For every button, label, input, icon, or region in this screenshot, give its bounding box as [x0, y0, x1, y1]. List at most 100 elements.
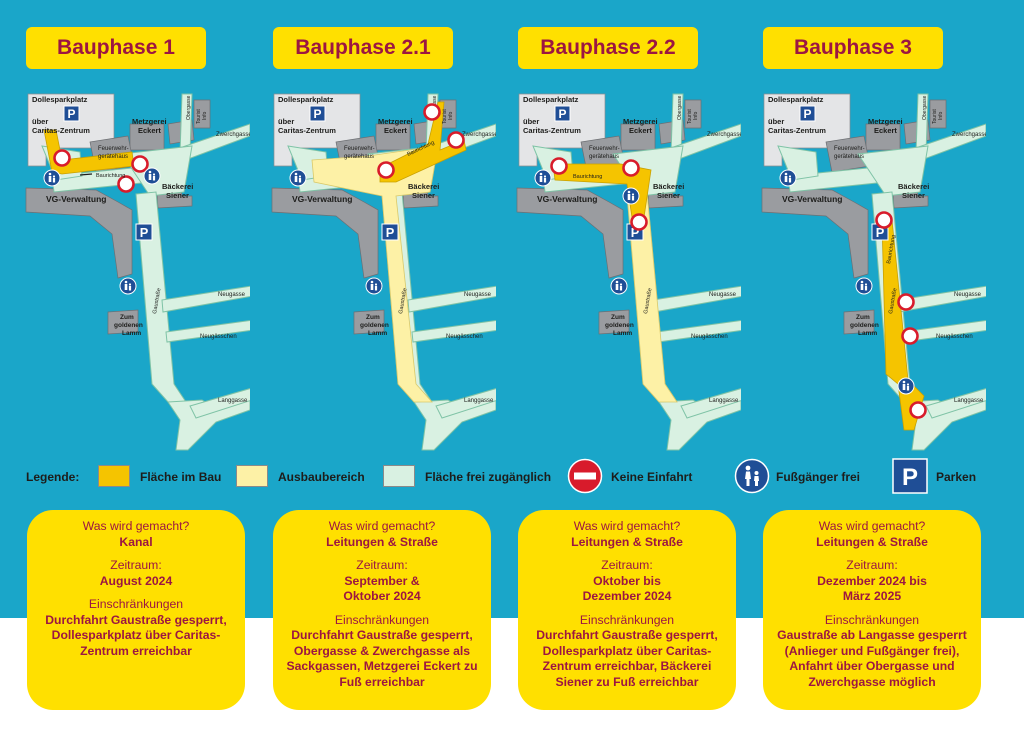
parking-letter: P — [902, 464, 918, 491]
info-box-phase-2-1: Was wird gemacht? Leitungen & Straße Zei… — [273, 510, 491, 710]
what-label: Was wird gemacht? — [573, 519, 681, 533]
label-gaustrasse: Gaustraße — [152, 288, 162, 315]
restrictions-label: Einschränkungen — [824, 612, 920, 627]
pedestrian-icon — [365, 277, 383, 295]
parking-icon: P — [381, 223, 399, 241]
label-zum: Zum — [856, 314, 870, 321]
no-entry-icon — [909, 401, 927, 419]
what-label: Was wird gemacht? — [818, 519, 926, 533]
label-goldenen: goldenen — [114, 322, 143, 329]
arrow-icon — [79, 173, 93, 176]
info-box-phase-3: Was wird gemacht? Leitungen & Straße Zei… — [763, 510, 981, 710]
label-baurichtung: Baurichtung — [886, 234, 897, 264]
parking-icon: P — [799, 105, 816, 122]
label-feuerwehr: Feuerwehr- — [344, 146, 375, 152]
label-lamm: Lamm — [858, 330, 877, 337]
label-obergasse: Obergasse — [677, 95, 683, 120]
label-ueber: über — [32, 117, 48, 126]
label-tourist: Tourist — [442, 109, 448, 124]
pedestrian-icon — [534, 169, 552, 187]
parking-icon: P — [554, 105, 571, 122]
label-goldenen: goldenen — [360, 322, 389, 329]
legend-swatch-expansion — [236, 465, 268, 487]
legend-label-free: Fläche frei zugänglich — [425, 470, 552, 484]
label-ueber: über — [768, 117, 784, 126]
parking-letter: P — [558, 107, 566, 121]
road-langgasse-east — [925, 388, 986, 419]
no-entry-icon — [550, 157, 568, 175]
label-info: Info — [938, 111, 944, 120]
what-label: Was wird gemacht? — [328, 519, 436, 533]
time-value: September & Oktober 2024 — [343, 573, 421, 604]
parking-icon: P — [892, 458, 928, 494]
building-vg-verwaltung — [516, 187, 624, 279]
label-neugasse: Neugasse — [218, 292, 246, 298]
what-value: Leitungen & Straße — [816, 534, 928, 549]
parking-letter: P — [140, 225, 149, 240]
building-tourist-info — [684, 99, 702, 129]
label-info: Info — [448, 111, 454, 120]
pedestrian-icon — [610, 277, 628, 295]
parking-icon: P — [63, 105, 80, 122]
restrictions-label: Einschränkungen — [334, 612, 430, 627]
no-entry-icon — [897, 293, 915, 311]
label-tourist: Tourist — [687, 109, 693, 124]
legend-swatch-construction — [98, 465, 130, 487]
restrictions-label: Einschränkungen — [579, 612, 675, 627]
restrictions-value: Gaustraße ab Langasse gesperrt (Anlieger… — [777, 628, 967, 689]
no-entry-icon — [622, 159, 640, 177]
no-entry-icon — [875, 211, 893, 229]
label-feuerwehr: Feuerwehr- — [589, 146, 620, 152]
no-entry-icon — [117, 175, 135, 193]
road-langgasse-east — [435, 388, 496, 419]
pedestrian-icon — [143, 167, 161, 185]
label-gaustrasse: Gaustraße — [398, 288, 408, 315]
label-neugasse: Neugasse — [464, 292, 492, 298]
restrictions-label: Einschränkungen — [88, 597, 184, 611]
time-value: Dezember 2024 bis März 2025 — [817, 573, 927, 604]
label-eckert: Eckert — [874, 126, 897, 135]
label-metzgerei: Metzgerei — [868, 117, 903, 126]
road-neugasse — [161, 285, 250, 313]
legend-label-expansion: Ausbaubereich — [278, 470, 365, 484]
label-tourist: Tourist — [932, 109, 938, 124]
time-label: Zeitraum: — [601, 558, 653, 572]
no-entry-icon — [423, 103, 441, 121]
no-entry-icon — [131, 155, 149, 173]
time-value: August 2024 — [99, 573, 173, 588]
pedestrian-icon — [897, 377, 915, 395]
building-tourist-info — [929, 99, 947, 129]
road-parking-access — [777, 145, 819, 181]
label-dollesparkplatz: Dollesparkplatz — [32, 95, 88, 104]
label-zum: Zum — [120, 314, 134, 321]
label-vg-verwaltung: VG-Verwaltung — [537, 194, 597, 204]
parking-letter: P — [386, 225, 395, 240]
time-label: Zeitraum: — [110, 558, 162, 572]
label-dollesparkplatz: Dollesparkplatz — [278, 95, 334, 104]
legend-label-no-entry: Keine Einfahrt — [611, 470, 693, 484]
phase-2-1-map: DollesparkplatzüberCaritas-ZentrumPMetzg… — [271, 93, 496, 451]
construction-area — [881, 219, 925, 431]
label-obergasse: Obergasse — [922, 95, 928, 120]
pedestrian-icon — [289, 169, 307, 187]
label-goldenen: goldenen — [850, 322, 879, 329]
legend-label-parking: Parken — [936, 470, 977, 484]
road-neugaesschen — [411, 319, 496, 343]
label-baeckerei: Bäckerei — [898, 182, 929, 191]
phase-2-2-map: DollesparkplatzüberCaritas-ZentrumPMetzg… — [516, 93, 741, 451]
pedestrian-icon — [622, 187, 640, 205]
building-zum-goldenen-lamm — [843, 309, 875, 335]
label-feuerwehr: Feuerwehr- — [834, 146, 865, 152]
label-tourist: Tourist — [196, 109, 202, 124]
building-tourist-info — [193, 99, 211, 129]
pedestrian-icon — [855, 277, 873, 295]
label-vg-verwaltung: VG-Verwaltung — [292, 194, 352, 204]
what-value: Leitungen & Straße — [326, 534, 438, 549]
label-geraetehaus: gerätehaus — [344, 154, 374, 160]
label-neugasse: Neugasse — [954, 292, 982, 298]
label-info: Info — [693, 111, 699, 120]
label-dollesparkplatz: Dollesparkplatz — [768, 95, 824, 104]
label-info: Info — [202, 111, 208, 120]
parking-letter: P — [876, 225, 885, 240]
label-lamm: Lamm — [368, 330, 387, 337]
